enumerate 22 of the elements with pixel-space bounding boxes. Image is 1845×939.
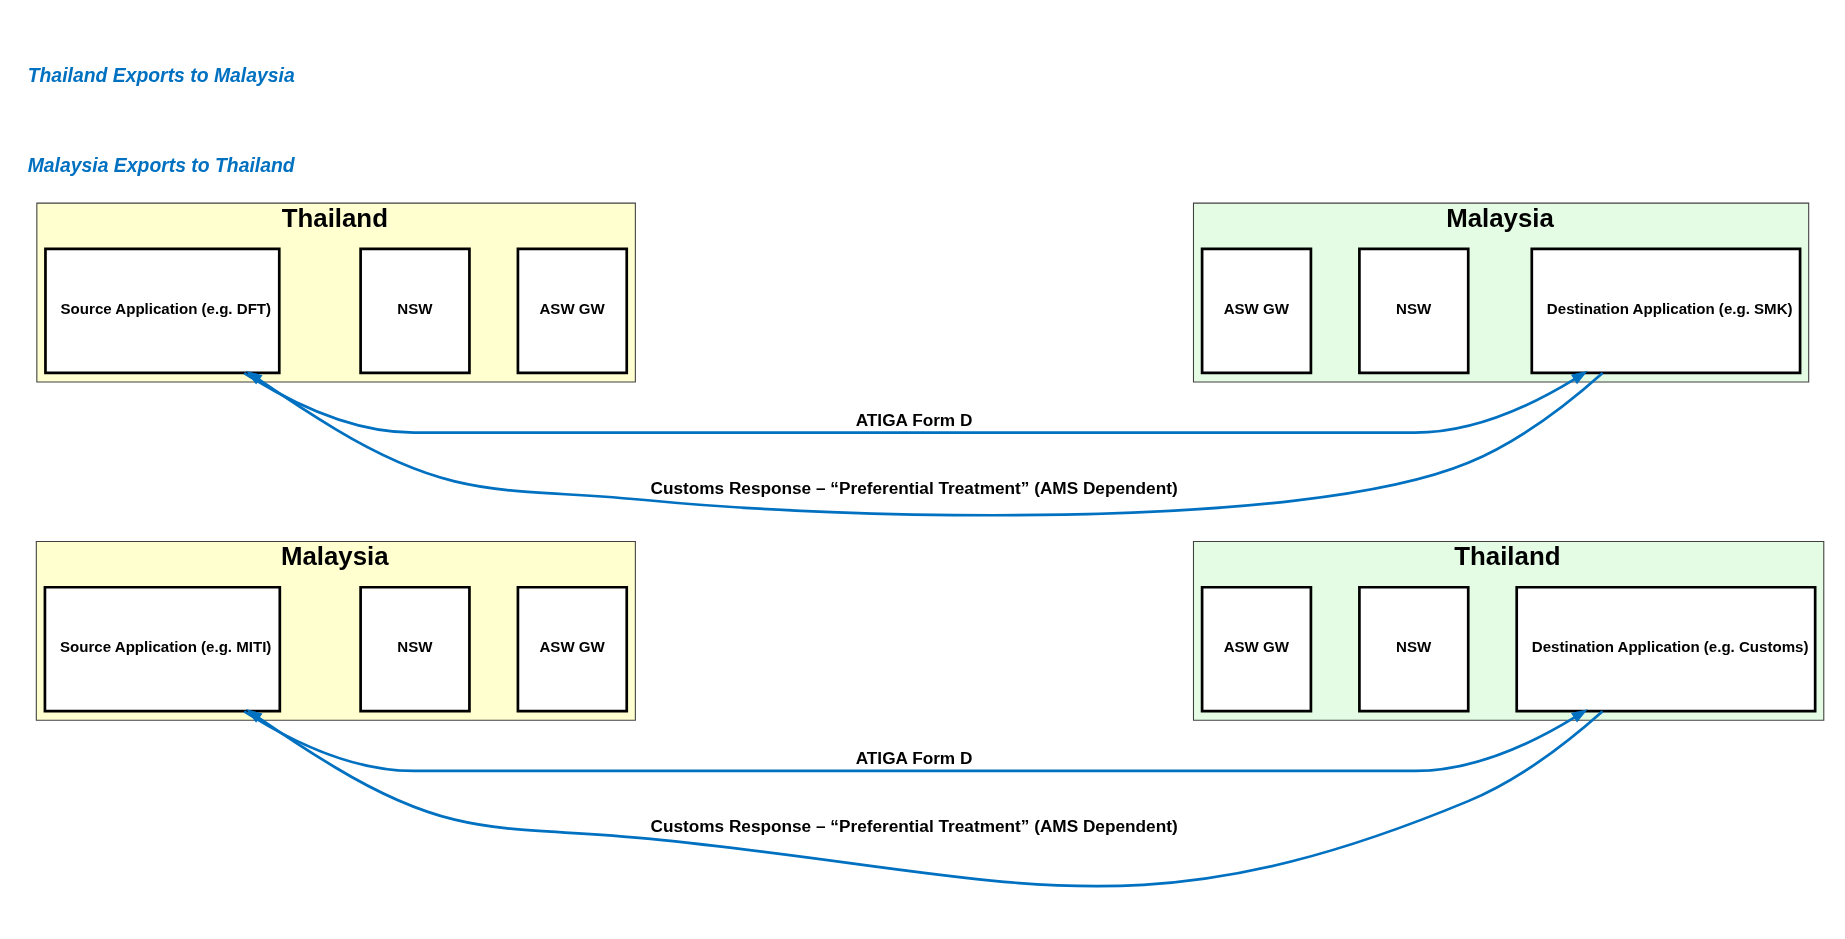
node-box: ASW GW — [1200, 247, 1313, 375]
node-box: NSW — [359, 585, 471, 713]
edge-label: Customs Response – “Preferential Treatment” (AMS Dependent) — [650, 816, 1178, 837]
arrow — [243, 370, 1588, 434]
node-box: ASW GW — [516, 585, 629, 713]
edge-label: Customs Response – “Preferential Treatment” (AMS Dependent) — [650, 477, 1178, 498]
node-box: Destination Application (e.g. SMK) — [1530, 247, 1802, 375]
arrow — [246, 370, 1604, 517]
node-box: Destination Application (e.g. Customs) — [1515, 585, 1817, 713]
edge-label: ATIGA Form D — [855, 748, 973, 769]
node-box: NSW — [359, 247, 471, 375]
arrow — [243, 709, 1588, 773]
node-box: NSW — [1358, 585, 1470, 713]
node-box: ASW GW — [516, 247, 629, 375]
node-box: NSW — [1358, 247, 1470, 375]
edge-label: ATIGA Form D — [855, 409, 973, 430]
node-box: ASW GW — [1200, 585, 1313, 713]
node-box: Source Application (e.g. MITI) — [43, 585, 282, 713]
label: Malaysia Exports to Thailand — [27, 154, 295, 177]
arrow — [246, 709, 1604, 888]
label: Thailand Exports to Malaysia — [27, 63, 295, 86]
node-box: Source Application (e.g. DFT) — [44, 247, 281, 375]
